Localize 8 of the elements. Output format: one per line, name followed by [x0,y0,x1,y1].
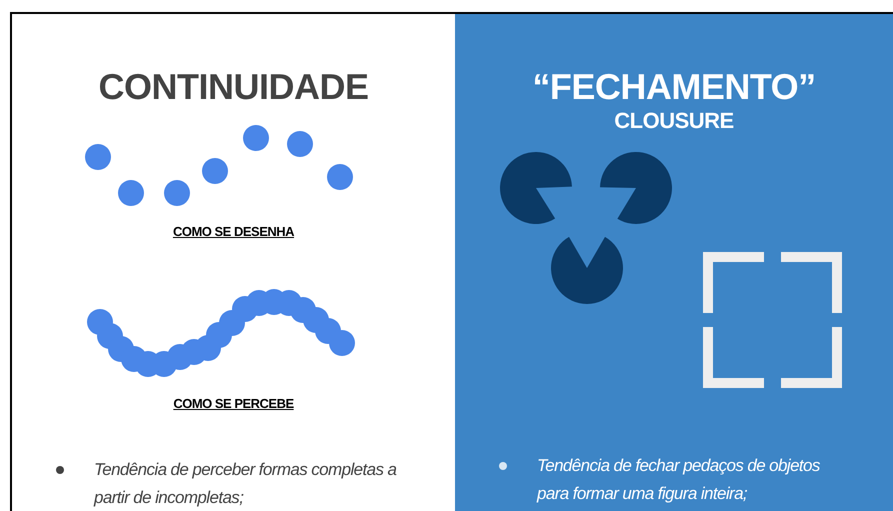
heading: CONTINUIDADE [98,66,370,108]
panel-background [455,14,893,511]
bullet-text: Tendência de perceber formas completas a partir de incompletas; [94,460,396,507]
bullet-text: Tendência de fechar pedaços de objetos para formar uma figura inteira; [537,456,820,503]
caption: COMO SE DESENHA [172,224,296,239]
heading: “FECHAMENTO” [531,66,817,108]
caption: COMO SE PERCEBE [172,396,295,411]
subheading: CLOUSURE [613,108,735,134]
